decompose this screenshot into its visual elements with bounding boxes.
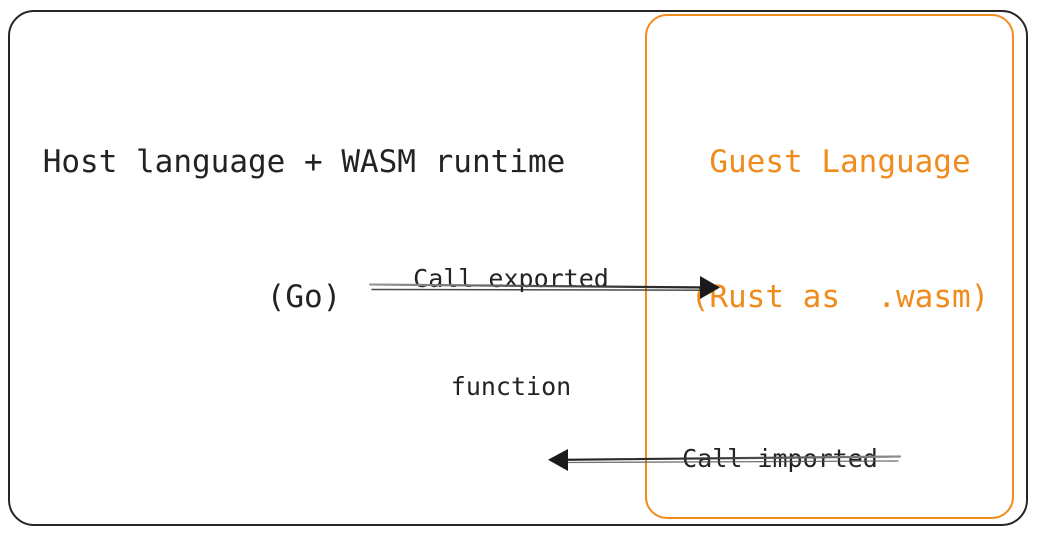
call-exported-label-line-2: function <box>450 372 572 401</box>
host-box-title: Host language + WASM runtime (Go) <box>24 50 584 410</box>
host-boundary-box <box>8 10 1028 526</box>
guest-box-title: Guest Language (Rust as .wasm) <box>668 50 1012 410</box>
host-title-line-2: (Go) <box>266 279 342 315</box>
call-exported-function-label: Call exported function <box>371 189 651 477</box>
guest-title-line-2: (Rust as .wasm) <box>690 279 990 315</box>
call-imported-label-line-1: Call imported <box>682 444 878 473</box>
call-imported-function-label: Call imported function <box>640 369 920 536</box>
call-exported-label-line-1: Call exported <box>413 264 609 293</box>
guest-title-line-1: Guest Language <box>709 144 971 180</box>
guest-boundary-box <box>645 14 1014 519</box>
host-title-line-1: Host language + WASM runtime <box>42 144 566 180</box>
